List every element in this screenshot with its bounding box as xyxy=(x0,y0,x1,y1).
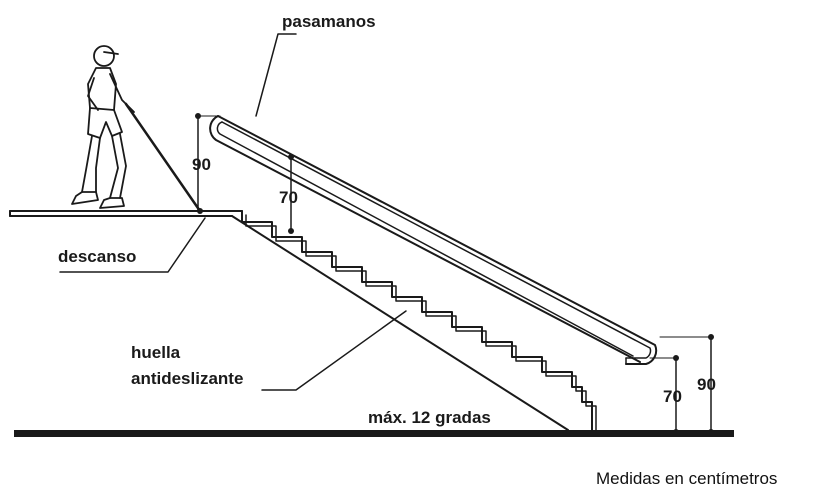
stair-steps-profile xyxy=(241,210,593,431)
ground-floor xyxy=(14,430,734,437)
dimension-top-lower: 70 xyxy=(279,154,298,234)
stair-steps-profile-inner xyxy=(245,214,597,431)
dim-bottom-lower-value: 70 xyxy=(663,387,682,406)
dimension-top-upper: 90 xyxy=(192,113,221,214)
units-note: Medidas en centímetros xyxy=(596,469,777,488)
handrail xyxy=(209,115,658,365)
handrail-label: pasamanos xyxy=(282,12,376,31)
max-steps-label: máx. 12 gradas xyxy=(368,408,491,427)
tread-leader xyxy=(261,310,407,391)
dimension-bottom-lower: 70 xyxy=(649,355,682,435)
landing-label: descanso xyxy=(58,247,136,266)
dimension-bottom-upper: 90 xyxy=(659,334,716,435)
dim-bottom-upper-value: 90 xyxy=(697,375,716,394)
handrail-leader xyxy=(255,33,297,117)
landing-leader xyxy=(59,217,206,273)
dim-top-upper-value: 90 xyxy=(192,155,211,174)
stair-underside xyxy=(231,215,569,431)
person-with-white-cane-icon xyxy=(71,45,202,213)
landing-platform xyxy=(9,210,243,217)
tread-label-line2: antideslizante xyxy=(131,369,243,388)
dim-top-lower-value: 70 xyxy=(279,188,298,207)
tread-label-line1: huella xyxy=(131,343,181,362)
staircase xyxy=(231,210,597,431)
